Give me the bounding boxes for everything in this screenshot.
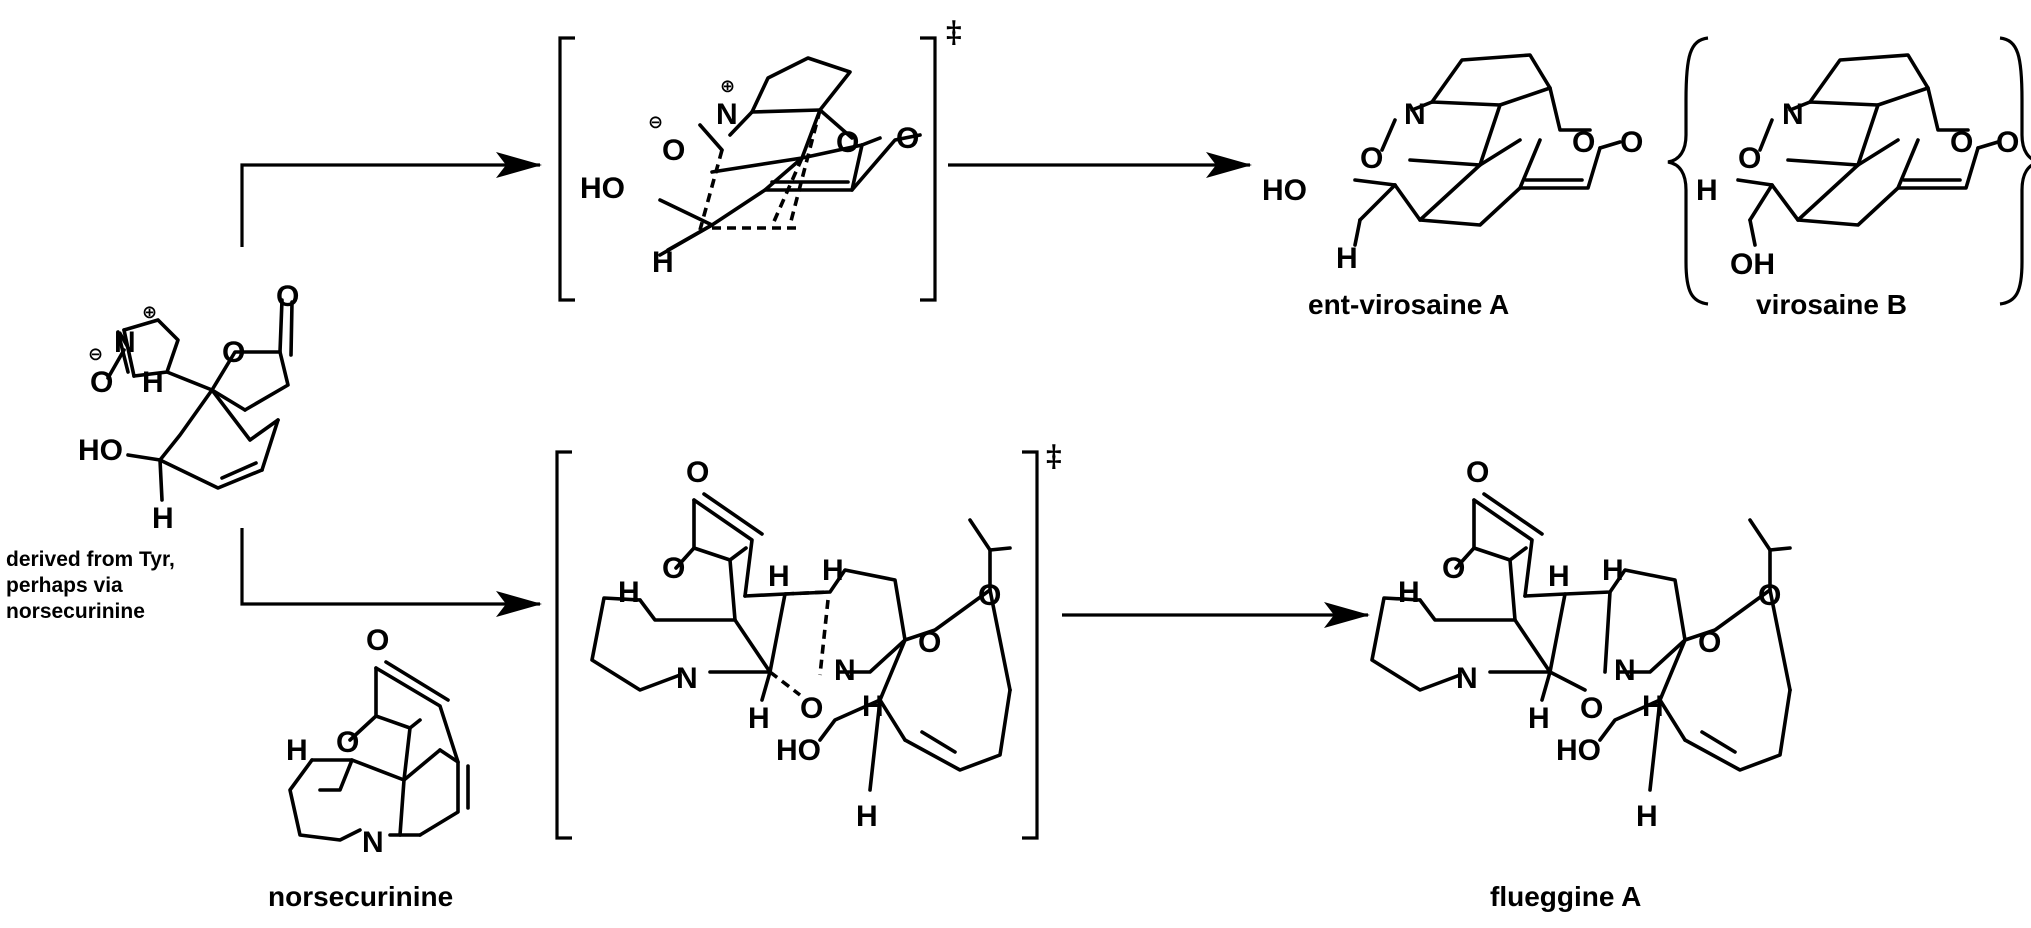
atom-O: O [1950, 126, 1973, 159]
atom-N: N [1404, 98, 1426, 131]
transition-state-dagger: ‡ [946, 15, 962, 50]
atom-N: N [1614, 654, 1636, 687]
atom-H: H [1696, 174, 1718, 207]
atom-H: H [822, 554, 844, 587]
starting-nitrone-structure [106, 298, 294, 502]
atom-H: H [748, 702, 770, 735]
virosaine-b-brackets [1667, 36, 2031, 306]
atom-O: O [800, 692, 823, 725]
atom-O: O [222, 336, 245, 369]
arrow-to-ts1 [240, 152, 542, 247]
label-norsecurinine: norsecurinine [268, 881, 453, 912]
origin-note-line3: norsecurinine [6, 600, 145, 623]
atom-N: N [114, 326, 136, 359]
atom-O: O [1572, 126, 1595, 159]
atom-H: H [1642, 690, 1664, 723]
atom-O: O [1738, 142, 1761, 175]
plus-charge-icon: ⊕ [142, 302, 157, 323]
atom-O: O [1996, 126, 2019, 159]
atom-H: H [1602, 554, 1624, 587]
atom-O: O [1580, 692, 1603, 725]
arrow-to-ts2 [240, 528, 542, 617]
flueggine-a-structure [1370, 492, 1792, 792]
atom-H: H [286, 734, 308, 767]
atom-H: H [1636, 800, 1658, 833]
atom-H: H [856, 800, 878, 833]
origin-note-line2: perhaps via [6, 574, 123, 597]
atom-H: H [152, 502, 174, 535]
atom-H: H [1548, 560, 1570, 593]
atom-O: O [1698, 626, 1721, 659]
origin-note-line1: derived from Tyr, [6, 548, 175, 571]
ent-virosaine-a-structure [1353, 53, 1622, 247]
label-flueggine-a: flueggine A [1490, 881, 1641, 912]
atom-H: H [768, 560, 790, 593]
atom-HO: HO [776, 734, 821, 767]
atom-H: H [1528, 702, 1550, 735]
atom-H: H [618, 576, 640, 609]
atom-O: O [336, 726, 359, 759]
atom-O: O [686, 456, 709, 489]
label-virosaine-b: virosaine B [1756, 289, 1907, 320]
atom-HO: HO [1556, 734, 1601, 767]
atom-N: N [716, 98, 738, 131]
atom-O: O [978, 579, 1001, 612]
transition-state-dagger: ‡ [1046, 439, 1062, 474]
label-ent-virosaine-a: ent-virosaine A [1308, 289, 1509, 320]
atom-OH: OH [1730, 248, 1775, 281]
atom-O: O [366, 624, 389, 657]
ts1-structure [658, 56, 922, 257]
atom-O: O [662, 552, 685, 585]
atom-O: O [90, 366, 113, 399]
atom-HO: HO [580, 172, 625, 205]
minus-charge-icon: ⊖ [88, 344, 103, 365]
atom-O: O [896, 122, 919, 155]
atom-O: O [1442, 552, 1465, 585]
ts2-brackets [555, 450, 1039, 840]
virosaine-b-structure [1736, 53, 2000, 247]
atom-O: O [836, 126, 859, 159]
atom-O: O [1758, 579, 1781, 612]
atom-HO: HO [1262, 174, 1307, 207]
atom-HO: HO [78, 434, 123, 467]
atom-H: H [1398, 576, 1420, 609]
minus-charge-icon: ⊖ [648, 112, 663, 133]
ts2-structure [590, 492, 1012, 792]
atom-O: O [276, 280, 299, 313]
atom-O: O [918, 626, 941, 659]
atom-O: O [662, 134, 685, 167]
atom-N: N [1782, 98, 1804, 131]
norsecurinine-structure [288, 660, 470, 842]
atom-H: H [652, 246, 674, 279]
atom-N: N [1456, 662, 1478, 695]
atom-O: O [1466, 456, 1489, 489]
atom-N: N [834, 654, 856, 687]
ts1-brackets [558, 36, 937, 302]
plus-charge-icon: ⊕ [720, 76, 735, 97]
atom-H: H [862, 690, 884, 723]
atom-H: H [1336, 242, 1358, 275]
atom-N: N [676, 662, 698, 695]
atom-N: N [362, 826, 384, 859]
atom-O: O [1620, 126, 1643, 159]
atom-O: O [1360, 142, 1383, 175]
atom-H: H [142, 366, 164, 399]
